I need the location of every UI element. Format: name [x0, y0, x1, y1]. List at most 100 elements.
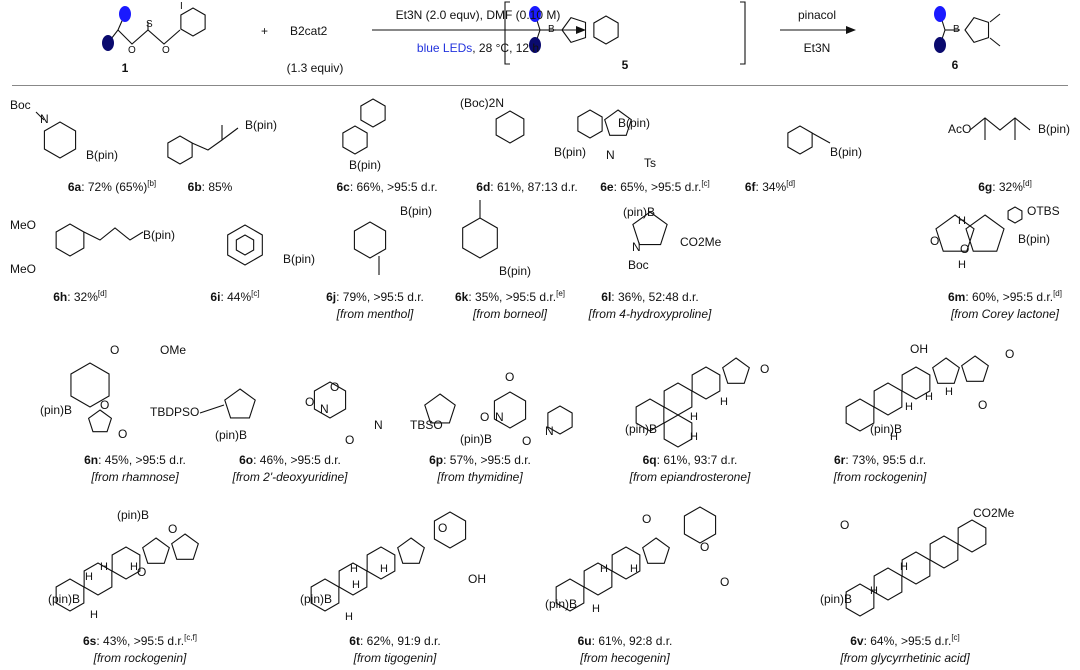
- atom-label: O: [305, 395, 315, 409]
- ring: [929, 535, 959, 569]
- bracket: [740, 1, 746, 65]
- ring: [663, 414, 693, 448]
- compound-id: 6p: [429, 453, 444, 467]
- ring: [965, 214, 1005, 252]
- arrowhead-icon: [846, 26, 856, 34]
- bond: [117, 29, 181, 45]
- yield-text: : 34%: [755, 180, 787, 194]
- atom-label: N: [320, 402, 329, 416]
- ring: [433, 511, 467, 549]
- atom-label: (pin)B: [117, 508, 150, 522]
- divider: [12, 85, 1068, 86]
- atom-b: B: [953, 24, 960, 35]
- ring: [87, 409, 113, 433]
- ring: [642, 537, 670, 564]
- atom-i: I: [180, 1, 183, 12]
- footnote: [c]: [251, 289, 260, 298]
- ring: [1007, 206, 1023, 224]
- substituent-dot: [102, 35, 114, 51]
- yield-text: : 60%, >95:5 d.r.: [965, 290, 1054, 304]
- compound-id: 6d: [476, 180, 491, 194]
- atom-label: H: [350, 563, 358, 575]
- source-note-6k: [from borneol]: [472, 307, 548, 321]
- atom-label: H: [945, 386, 953, 398]
- atom-label: B(pin): [1038, 122, 1071, 136]
- ring: [722, 357, 750, 384]
- atom-label: Boc: [10, 98, 31, 112]
- compound-caption-6b: 6b: 85%: [188, 180, 233, 194]
- source-note-6r: [from rockogenin]: [833, 470, 927, 484]
- footnote: [c,f]: [184, 633, 197, 642]
- atom-label: O: [522, 434, 532, 448]
- ring: [873, 567, 903, 601]
- atom-label: H: [130, 561, 138, 573]
- atom-label: (pin)B: [460, 432, 493, 446]
- atom-label: O: [760, 362, 770, 376]
- atom-label: O: [345, 433, 355, 447]
- ring: [366, 546, 396, 580]
- conditions-bottom: blue LEDs, 28 °C, 12 h: [417, 41, 539, 55]
- atom-label: H: [905, 401, 913, 413]
- ring: [424, 393, 456, 424]
- atom-label: B(pin): [1018, 232, 1051, 246]
- atom-o: O: [128, 45, 136, 56]
- reactant-label: 1: [121, 61, 129, 75]
- ring: [43, 121, 77, 159]
- atom-label: O: [168, 522, 178, 536]
- substituent-dot: [934, 6, 946, 22]
- atom-label: O: [1005, 347, 1015, 361]
- step2-bottom: Et3N: [803, 41, 831, 55]
- compound-id: 6c: [336, 180, 350, 194]
- ring: [593, 15, 619, 45]
- yield-text: : 57%, >95:5 d.r.: [443, 453, 531, 467]
- ring: [397, 537, 425, 564]
- reagent: B2cat2: [290, 24, 328, 38]
- atom-label: CO2Me: [680, 235, 722, 249]
- ring: [224, 388, 256, 419]
- atom-label: H: [690, 411, 698, 423]
- atom-label: H: [345, 611, 353, 623]
- atom-label: OTBS: [1027, 204, 1060, 218]
- atom-label: CO2Me: [973, 506, 1015, 520]
- atom-label: H: [630, 563, 638, 575]
- ring: [547, 405, 573, 435]
- arrowhead-icon: [576, 26, 586, 34]
- compound-id: 6k: [455, 290, 469, 304]
- yield-text: : 61%, 87:13 d.r.: [490, 180, 578, 194]
- compound-caption-6c: 6c: 66%, >95:5 d.r.: [336, 180, 437, 194]
- ring: [111, 546, 141, 580]
- source-note-6j: [from menthol]: [336, 307, 414, 321]
- compound-caption-6m: 6m: 60%, >95:5 d.r.[d]: [948, 290, 1062, 305]
- yield-text: : 65%, >95:5 d.r.: [613, 180, 702, 194]
- atom-label: H: [900, 561, 908, 573]
- compound-caption-6f: 6f: 34%[d]: [745, 180, 795, 195]
- atom-label: O: [720, 575, 730, 589]
- atom-label: O: [100, 398, 110, 412]
- footnote: [b]: [147, 179, 157, 188]
- bond: [199, 404, 225, 414]
- bond: [969, 117, 1031, 131]
- atom-label: N: [40, 112, 49, 126]
- ring: [353, 221, 387, 259]
- ring: [901, 366, 931, 400]
- atom-label: H: [380, 563, 388, 575]
- atom-label: H: [600, 563, 608, 575]
- plus-sign: +: [261, 24, 269, 38]
- compound-id: 6j: [326, 290, 337, 304]
- atom-label: O: [330, 380, 340, 394]
- atom-label: H: [690, 431, 698, 443]
- atom-label: OH: [910, 342, 928, 356]
- atom-label: O: [960, 242, 970, 256]
- compound-caption-6l: 6l: 36%, 52:48 d.r.: [601, 290, 698, 304]
- bond: [191, 127, 239, 151]
- atom-label: H: [958, 215, 966, 227]
- atom-label: O: [978, 398, 988, 412]
- compound-caption-6r: 6r: 73%, 95:5 d.r.: [834, 453, 926, 467]
- compound-id: 6a: [67, 180, 82, 194]
- bond: [989, 13, 1001, 23]
- yield-text: : 32%: [67, 290, 98, 304]
- ring: [964, 16, 990, 44]
- compound-caption-6k: 6k: 35%, >95:5 d.r.[e]: [455, 290, 565, 305]
